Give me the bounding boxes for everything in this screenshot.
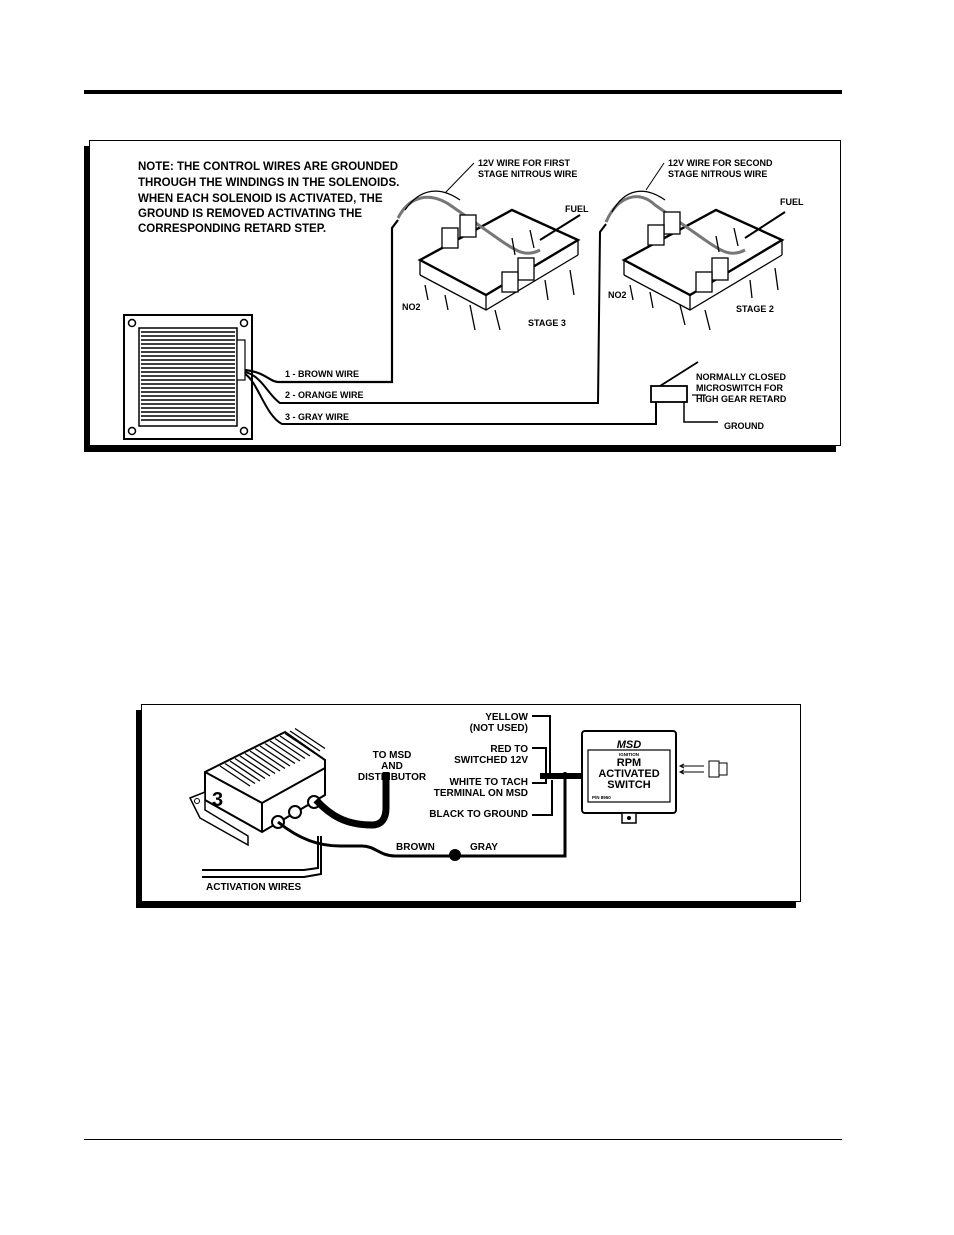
ignition-control-box (123, 314, 253, 440)
to-msd-label: TO MSD (373, 750, 412, 761)
rpm-module-plug (678, 760, 728, 778)
yellow-label: (NOT USED) (470, 723, 528, 734)
microswitch-label: MICROSWITCH FOR (696, 383, 783, 393)
wire2-label: 2 - ORANGE WIRE (285, 390, 364, 400)
switch-pn: P/N 8950 (592, 795, 611, 800)
header-rule (84, 90, 842, 94)
stage2-label: STAGE 2 (736, 304, 774, 314)
white-label: WHITE TO TACH (449, 777, 528, 788)
activation-label: ACTIVATION WIRES (206, 882, 302, 893)
note-line: THROUGH THE WINDINGS IN THE SOLENOIDS. (138, 177, 399, 189)
wire3-label: 3 - GRAY WIRE (285, 412, 349, 422)
first-stage-label: 12V WIRE FOR FIRST (478, 158, 571, 168)
second-stage-label: 12V WIRE FOR SECOND (668, 158, 773, 168)
black-label: BLACK TO GROUND (429, 809, 528, 820)
note-line: CORRESPONDING RETARD STEP. (138, 223, 326, 235)
to-msd-label: DISTRIBUTOR (358, 772, 427, 783)
control-wires (244, 219, 657, 425)
switch-title: SWITCH (607, 779, 650, 791)
gray-label: GRAY (470, 842, 498, 853)
note-line: GROUND IS REMOVED ACTIVATING THE (138, 208, 362, 220)
yellow-label: YELLOW (485, 712, 528, 723)
white-label: TERMINAL ON MSD (434, 788, 528, 799)
fuel-label-2: FUEL (780, 197, 804, 207)
fuel-label-1: FUEL (565, 204, 589, 214)
microswitch-label: NORMALLY CLOSED (696, 372, 787, 382)
switch-title: RPM (617, 757, 641, 769)
first-stage-label: STAGE NITROUS WIRE (478, 169, 577, 179)
note-line: WHEN EACH SOLENOID IS ACTIVATED, THE (138, 193, 383, 205)
box-digit: 3 (212, 789, 223, 811)
rpm-activated-switch: MSD IGNITION RPM ACTIVATED SWITCH P/N 89… (581, 730, 677, 824)
footer-rule (84, 1139, 842, 1140)
brown-label: BROWN (396, 842, 435, 853)
no2-label-1: NO2 (402, 302, 421, 312)
stage3-label: STAGE 3 (528, 318, 566, 328)
wire1-label: 1 - BROWN WIRE (285, 369, 359, 379)
nitrous-plate-stage2 (604, 190, 786, 331)
switch-title: ACTIVATED (598, 768, 659, 780)
msd-3step-box: 3 (188, 727, 326, 847)
no2-label-2: NO2 (608, 290, 627, 300)
splice-dot (449, 849, 461, 861)
figure1-note: NOTE: THE CONTROL WIRES ARE GROUNDED THR… (138, 161, 399, 235)
second-stage-label: STAGE NITROUS WIRE (668, 169, 767, 179)
red-label: RED TO (490, 744, 528, 755)
microswitch-label: HIGH GEAR RETARD (696, 394, 787, 404)
switch-brand: MSD (617, 739, 642, 751)
note-line: NOTE: THE CONTROL WIRES ARE GROUNDED (138, 161, 398, 173)
microswitch (650, 361, 718, 423)
to-msd-label: AND (381, 761, 403, 772)
switch-sub: IGNITION (619, 752, 639, 757)
ground-label: GROUND (724, 421, 764, 431)
red-label: SWITCHED 12V (454, 755, 528, 766)
nitrous-plate-stage3 (396, 190, 581, 331)
